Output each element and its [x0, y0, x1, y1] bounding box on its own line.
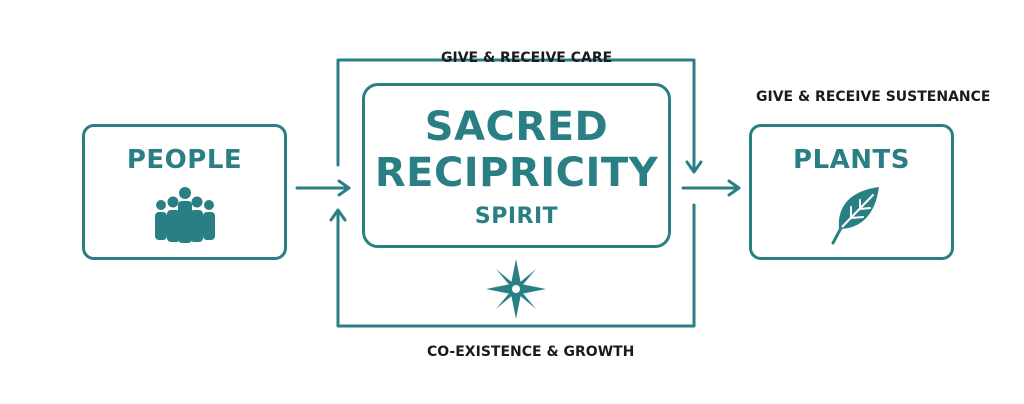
- plants-title: PLANTS: [793, 145, 910, 175]
- label-give-receive-care: GIVE & RECEIVE CARE: [441, 50, 613, 66]
- compass-star-icon: [486, 259, 546, 319]
- bottom-loop-line: [336, 203, 696, 328]
- bottom-loop-arrowhead: [329, 208, 347, 222]
- leaf-icon: [831, 187, 879, 245]
- label-give-receive-sustenance: GIVE & RECEIVE SUSTENANCE: [756, 89, 991, 105]
- top-loop-line: [336, 58, 696, 172]
- people-to-center-arrowhead: [337, 179, 351, 197]
- label-co-existence-growth: CO-EXISTENCE & GROWTH: [427, 344, 635, 360]
- people-box: PEOPLE: [82, 124, 287, 260]
- group-of-people-icon: [155, 187, 215, 243]
- plants-box: PLANTS: [749, 124, 954, 260]
- center-subtitle: SPIRIT: [474, 204, 559, 229]
- top-loop-arrowhead: [685, 160, 703, 174]
- center-to-plants-arrowhead: [727, 179, 741, 197]
- center-title-line2: RECIPRICITY: [374, 150, 659, 196]
- people-title: PEOPLE: [126, 145, 243, 175]
- center-title-line1: SACRED: [424, 104, 609, 150]
- sacred-reciprocity-box: SACRED RECIPRICITY SPIRIT: [362, 83, 671, 248]
